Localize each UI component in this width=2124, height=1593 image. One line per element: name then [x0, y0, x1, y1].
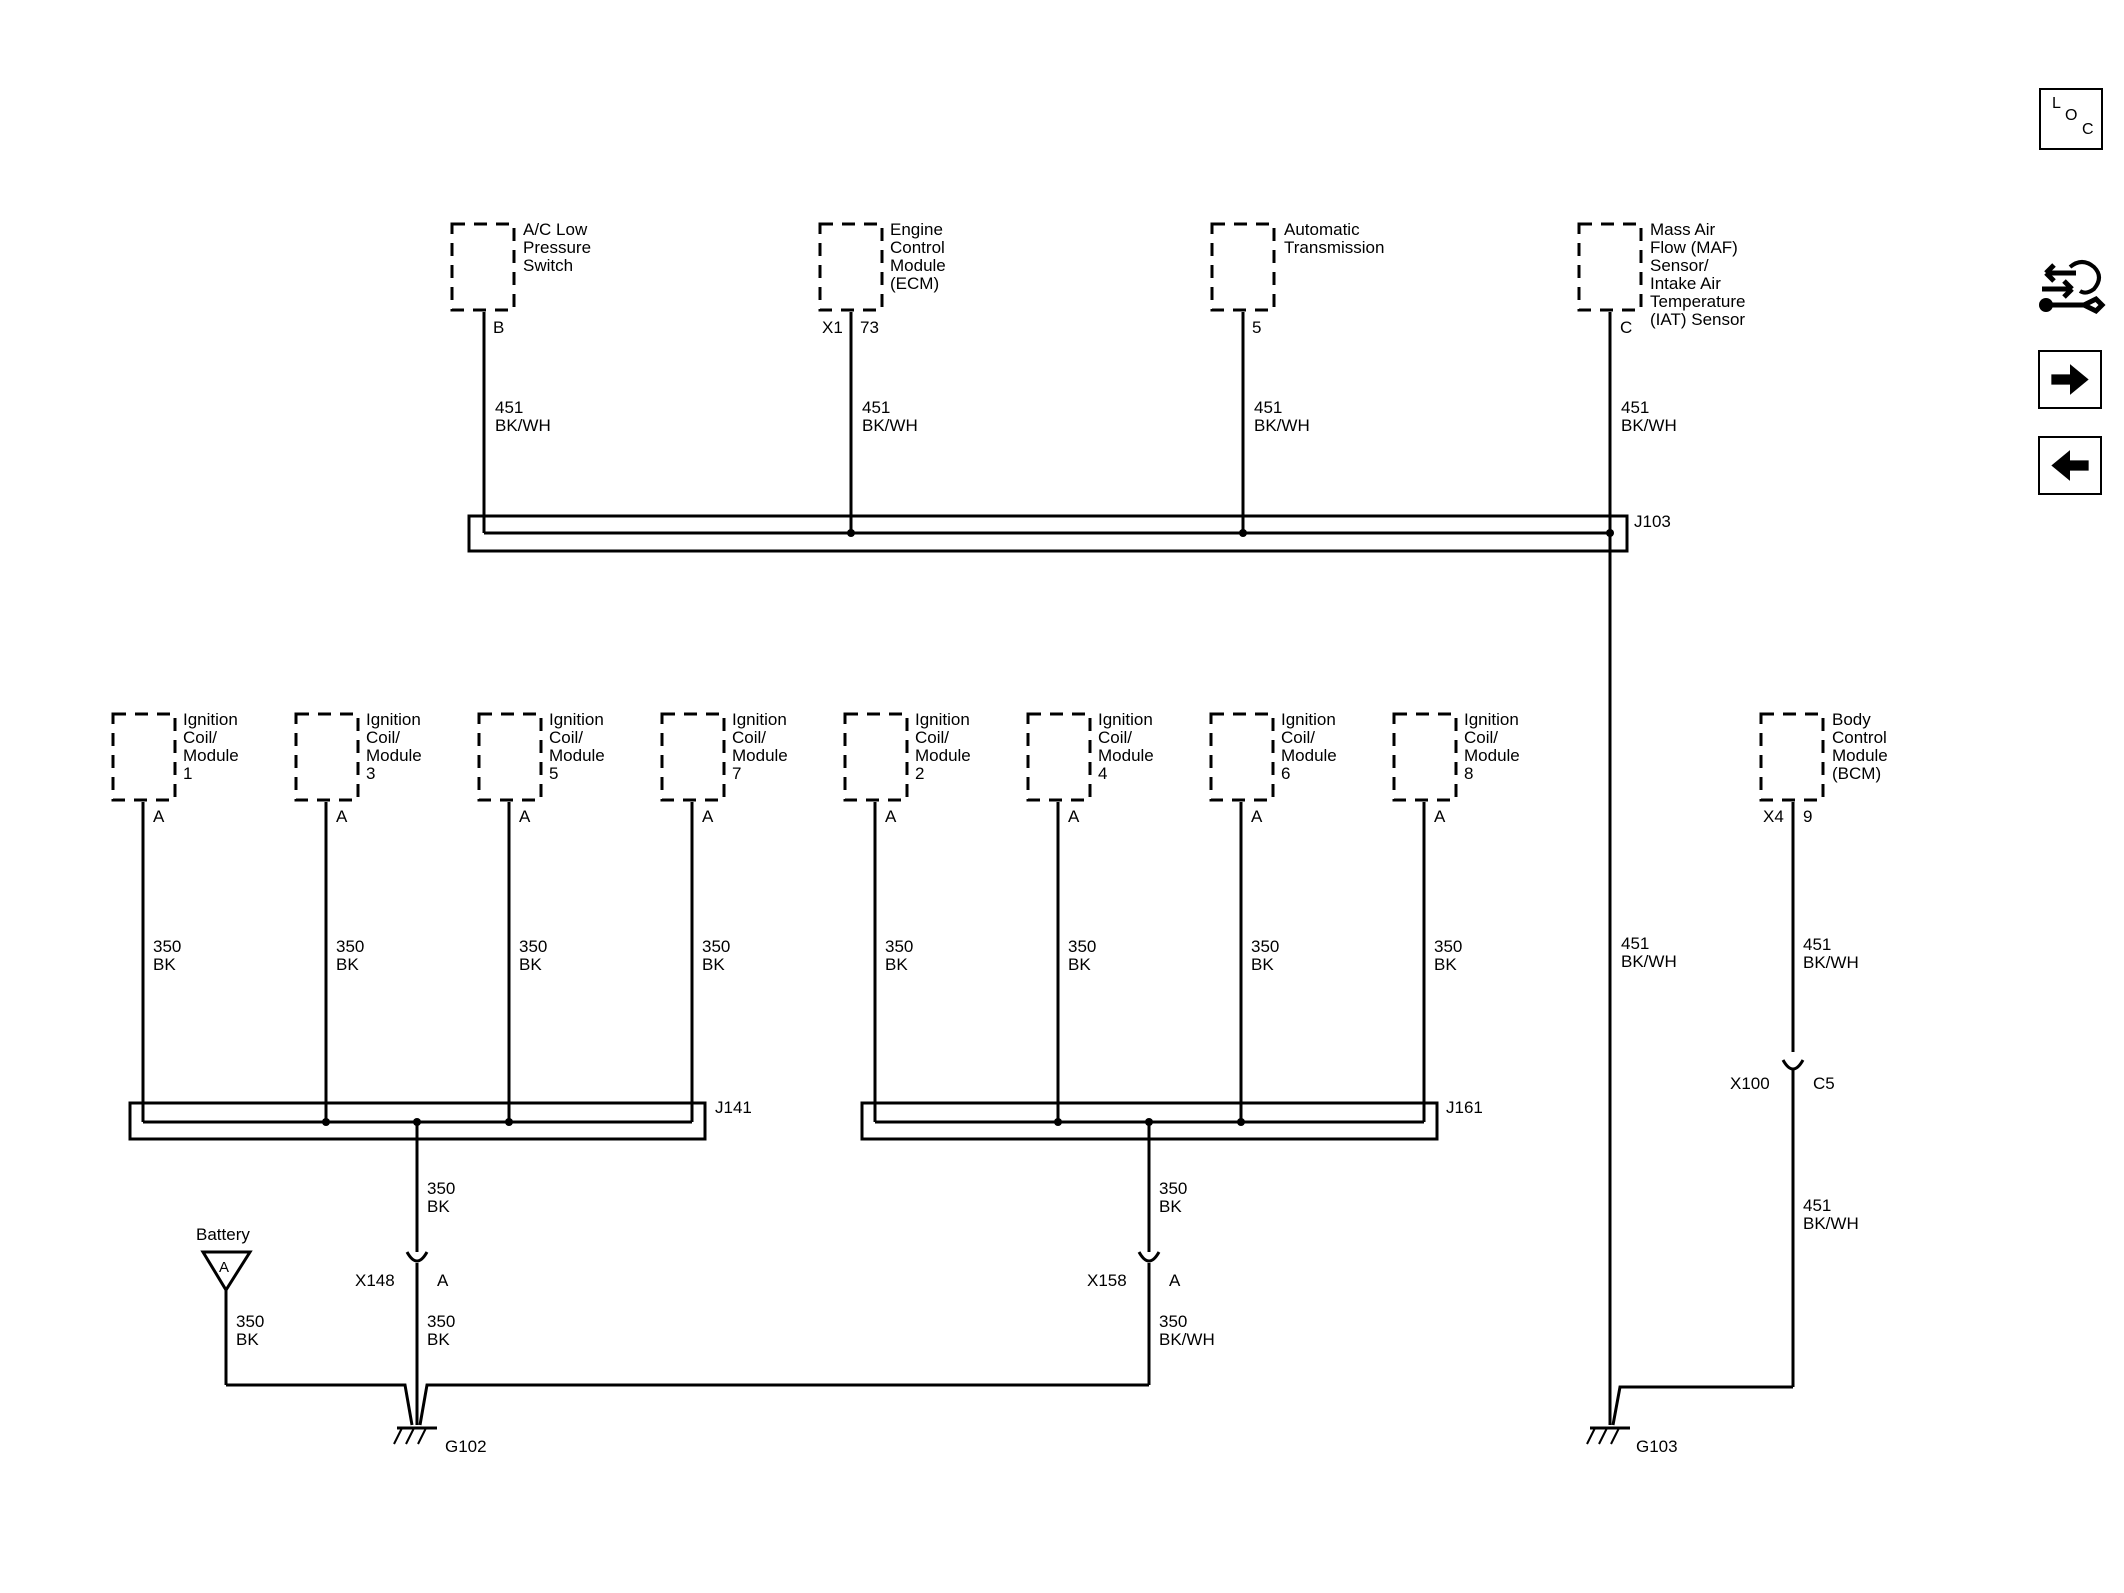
wire — [1611, 1385, 1793, 1426]
battery-label: Battery — [196, 1225, 250, 1244]
ground-label: G103 — [1636, 1437, 1678, 1456]
loc-letter-l: L — [2052, 95, 2061, 112]
splice-label: J141 — [715, 1098, 752, 1117]
location-view-button[interactable]: L O C — [2039, 88, 2103, 150]
arrow-right-icon[interactable] — [2038, 350, 2102, 409]
connector-label: X148 — [355, 1271, 395, 1290]
connector-label: X158 — [1087, 1271, 1127, 1290]
pin-label: C5 — [1813, 1074, 1835, 1093]
connector-x158[interactable]: X158 A — [1087, 1251, 1181, 1290]
wire — [418, 1383, 1149, 1426]
pin-label: A — [336, 807, 348, 826]
pin-label: A — [1434, 807, 1446, 826]
ground-label: G102 — [445, 1437, 487, 1456]
arrow-left-icon[interactable] — [2038, 436, 2102, 495]
connector-label: X100 — [1730, 1074, 1770, 1093]
wire — [226, 1383, 414, 1426]
connector-label: X4 — [1763, 807, 1784, 826]
loc-letter-o: O — [2065, 107, 2078, 124]
pin-label: B — [493, 318, 504, 337]
pin-label: 5 — [1252, 318, 1261, 337]
battery-symbol[interactable]: Battery A — [196, 1225, 253, 1293]
connector-label: X1 — [822, 318, 843, 337]
loc-letter-c: C — [2082, 121, 2094, 138]
splice-label: J103 — [1634, 512, 1671, 531]
wrench-icon[interactable] — [2036, 253, 2108, 333]
pin-label: A — [437, 1271, 449, 1290]
pin-label: A — [1068, 807, 1080, 826]
pin-label: A — [1251, 807, 1263, 826]
splice-label: J161 — [1446, 1098, 1483, 1117]
pin-label: A — [153, 807, 165, 826]
ground-g102[interactable]: G102 — [393, 1426, 487, 1456]
pin-label: 9 — [1803, 807, 1812, 826]
splice-j161[interactable]: J161 — [860, 1098, 1483, 1141]
splice-j103[interactable]: J103 — [467, 512, 1671, 553]
connector-x148[interactable]: X148 A — [355, 1251, 449, 1290]
pin-label: A — [519, 807, 531, 826]
ground-g103[interactable]: G103 — [1586, 1426, 1678, 1456]
connector-x100[interactable]: X100 C5 — [1730, 1059, 1835, 1093]
battery-pin-label: A — [219, 1259, 229, 1276]
splice-j141[interactable]: J141 — [128, 1098, 752, 1141]
pin-label: A — [1169, 1271, 1181, 1290]
pin-label: A — [702, 807, 714, 826]
pin-label: C — [1620, 318, 1632, 337]
pin-label: A — [885, 807, 897, 826]
pin-label: 73 — [860, 318, 879, 337]
